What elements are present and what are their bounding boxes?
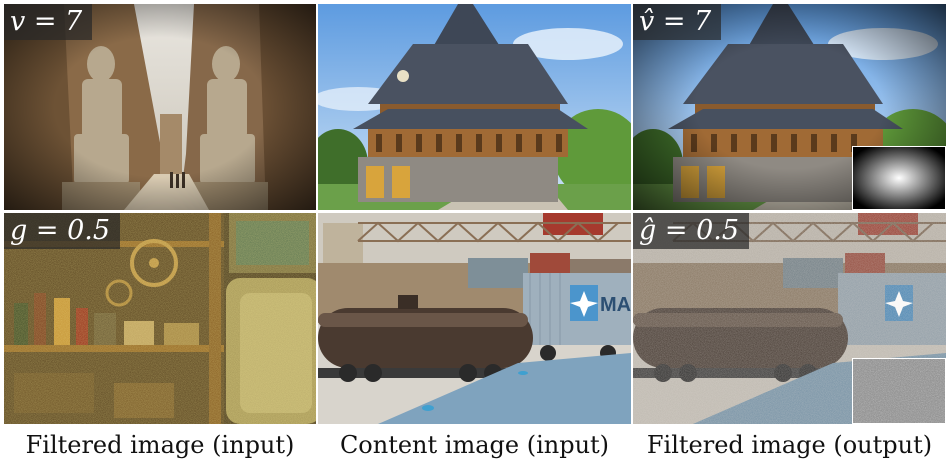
filtered-input-vignette-photo: v = 7 (4, 4, 316, 210)
grain-noise-inset (852, 358, 946, 424)
container-logo-text: MAE (600, 294, 631, 316)
vignette-parameter-label: v = 7 (4, 4, 93, 40)
vignette-mask-inset (852, 146, 946, 210)
content-input-train-photo: MAE (318, 213, 631, 424)
grain-parameter-label: g = 0.5 (4, 213, 121, 249)
caption-filtered-input: Filtered image (input) (25, 431, 295, 459)
caption-filtered-output: Filtered image (output) (646, 431, 933, 459)
filtered-output-vignette-photo: v̂ = 7 (633, 4, 946, 210)
content-input-monastery-photo (318, 4, 631, 210)
estimated-vignette-parameter-label: v̂ = 7 (633, 4, 722, 40)
caption-content-input: Content image (input) (339, 431, 610, 459)
filtered-output-grain-photo: ĝ = 0.5 (633, 213, 946, 424)
filtered-input-grain-photo: g = 0.5 (4, 213, 316, 424)
estimated-grain-parameter-label: ĝ = 0.5 (633, 213, 750, 249)
